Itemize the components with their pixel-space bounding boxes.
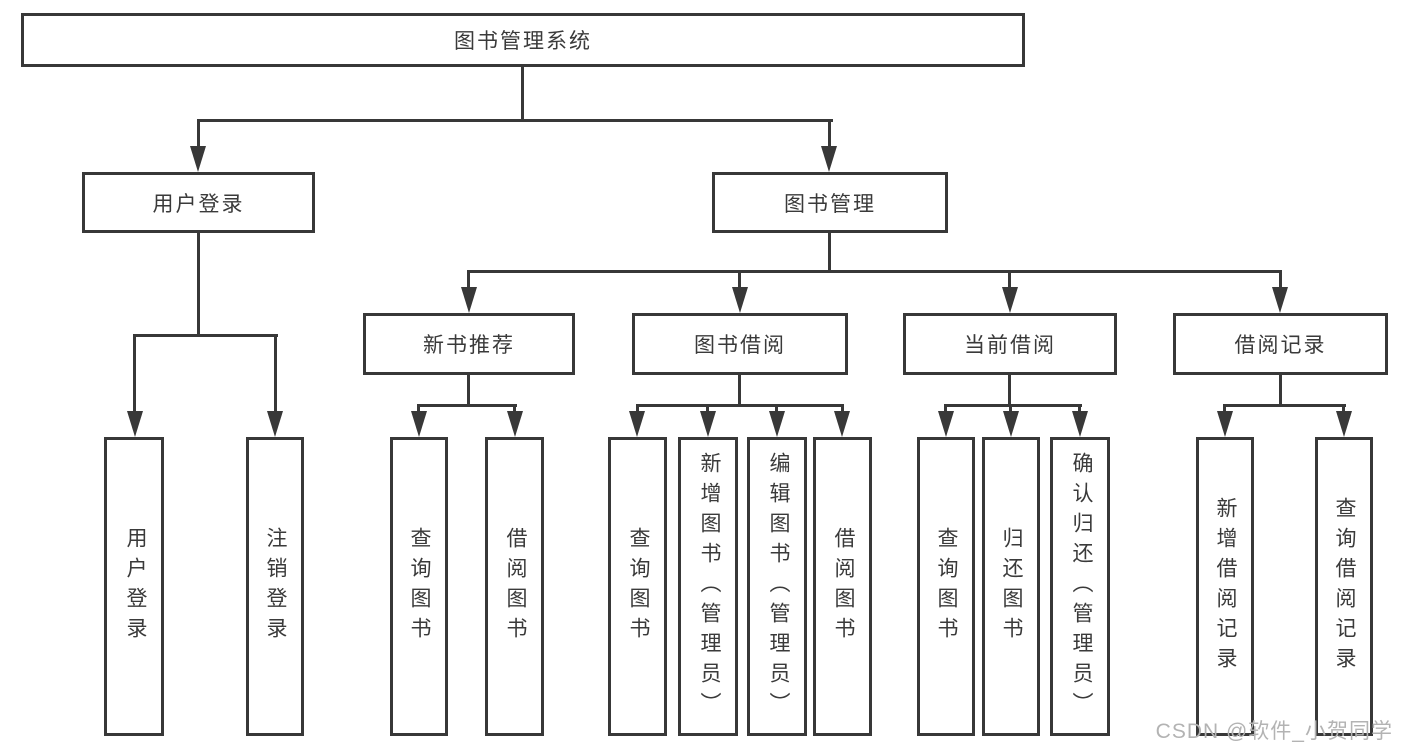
arrow-down-icon xyxy=(629,411,645,437)
leaf-add-books-admin: 新增图书（管理员） xyxy=(678,437,738,736)
connector-line xyxy=(467,270,470,290)
connector-line xyxy=(1078,404,1081,416)
arrow-down-icon xyxy=(938,411,954,437)
node-book-borrowing: 图书借阅 xyxy=(632,313,848,375)
connector-line xyxy=(1223,404,1226,416)
connector-line xyxy=(636,404,844,407)
node-new-book-recommend: 新书推荐 xyxy=(363,313,575,375)
leaf-borrow-books-borrowing: 借阅图书 xyxy=(813,437,872,736)
arrow-down-icon xyxy=(267,411,283,437)
csdn-watermark: CSDN @软件_小贺同学 xyxy=(1155,720,1393,743)
arrow-down-icon xyxy=(507,411,523,437)
arrow-down-icon xyxy=(700,411,716,437)
connector-line xyxy=(1223,404,1346,407)
connector-line xyxy=(1008,270,1011,290)
arrow-down-icon xyxy=(1217,411,1233,437)
connector-line xyxy=(197,233,200,336)
connector-line xyxy=(1279,375,1282,407)
connector-line xyxy=(828,233,831,273)
connector-line xyxy=(706,404,709,416)
connector-line xyxy=(133,334,278,337)
leaf-add-borrow-record: 新增借阅记录 xyxy=(1196,437,1254,736)
connector-line xyxy=(274,334,277,416)
connector-line xyxy=(1342,404,1345,416)
connector-line xyxy=(775,404,778,416)
connector-line xyxy=(1279,270,1282,290)
arrow-down-icon xyxy=(821,146,837,172)
node-library-system: 图书管理系统 xyxy=(21,13,1025,67)
arrow-down-icon xyxy=(1002,287,1018,313)
arrow-down-icon xyxy=(127,411,143,437)
connector-line xyxy=(828,119,831,150)
connector-line xyxy=(133,334,136,416)
arrow-down-icon xyxy=(769,411,785,437)
leaf-query-borrow-record: 查询借阅记录 xyxy=(1315,437,1373,736)
connector-line xyxy=(417,404,517,407)
connector-line xyxy=(738,270,741,290)
arrow-down-icon xyxy=(461,287,477,313)
leaf-query-books-current: 查询图书 xyxy=(917,437,975,736)
connector-line xyxy=(1009,404,1012,416)
connector-line xyxy=(467,270,1282,273)
node-borrowing-records: 借阅记录 xyxy=(1173,313,1388,375)
connector-line xyxy=(636,404,639,416)
arrow-down-icon xyxy=(1003,411,1019,437)
arrow-down-icon xyxy=(411,411,427,437)
leaf-logout: 注销登录 xyxy=(246,437,304,736)
leaf-query-books-borrowing: 查询图书 xyxy=(608,437,667,736)
node-user-login: 用户登录 xyxy=(82,172,315,233)
arrow-down-icon xyxy=(1336,411,1352,437)
leaf-confirm-return-admin: 确认归还（管理员） xyxy=(1050,437,1110,736)
connector-line xyxy=(513,404,516,416)
connector-line xyxy=(841,404,844,416)
leaf-query-books-recommend: 查询图书 xyxy=(390,437,448,736)
connector-line xyxy=(417,404,420,416)
connector-line xyxy=(197,119,833,122)
arrow-down-icon xyxy=(732,287,748,313)
leaf-user-login: 用户登录 xyxy=(104,437,164,736)
arrow-down-icon xyxy=(1072,411,1088,437)
arrow-down-icon xyxy=(190,146,206,172)
arrow-down-icon xyxy=(834,411,850,437)
node-current-borrowing: 当前借阅 xyxy=(903,313,1117,375)
leaf-borrow-books-recommend: 借阅图书 xyxy=(485,437,544,736)
leaf-edit-books-admin: 编辑图书（管理员） xyxy=(747,437,807,736)
connector-line xyxy=(944,404,947,416)
leaf-return-books: 归还图书 xyxy=(982,437,1040,736)
node-book-management: 图书管理 xyxy=(712,172,948,233)
connector-line xyxy=(738,375,741,407)
connector-line xyxy=(467,375,470,407)
arrow-down-icon xyxy=(1272,287,1288,313)
connector-line xyxy=(1008,375,1011,407)
connector-line xyxy=(197,119,200,150)
connector-line xyxy=(521,67,524,120)
connector-line xyxy=(944,404,1082,407)
